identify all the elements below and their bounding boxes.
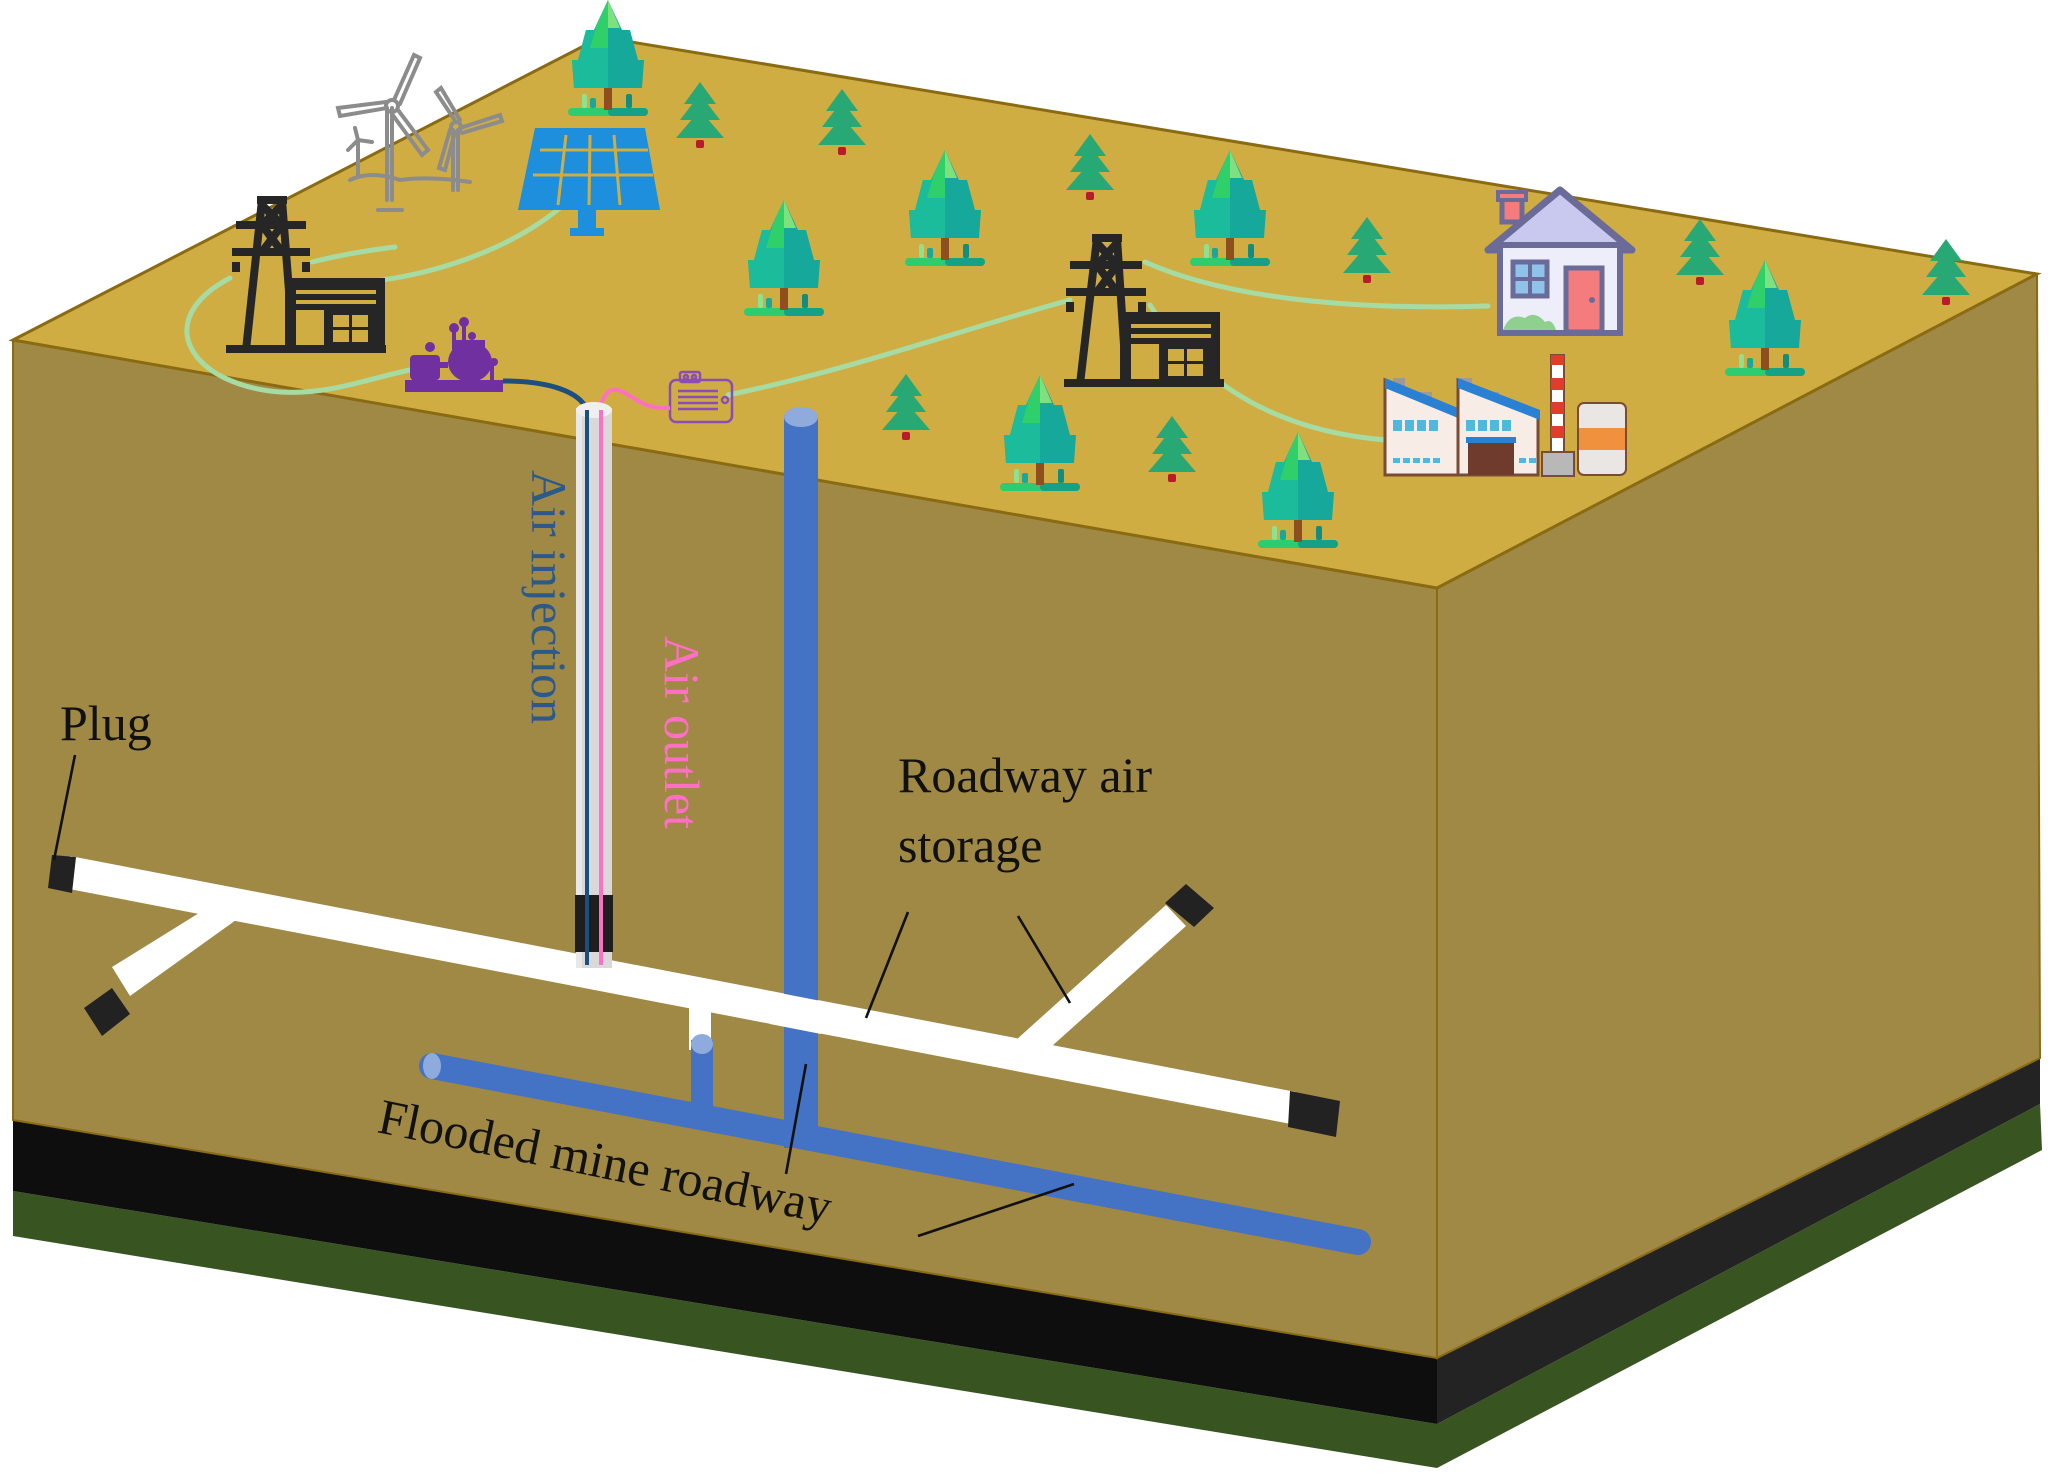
label-roadway-air-storage-2: storage [898,817,1042,873]
label-plug: Plug [60,695,152,751]
factory-icon [1383,354,1627,477]
coal-seam-front [13,1120,1437,1424]
right-branch-roadway [1016,905,1186,1046]
bedrock-layer-side [1437,1104,2042,1468]
coal-seam-side [1437,1058,2040,1424]
label-roadway-air-storage-1: Roadway air [898,747,1152,803]
label-air-injection: Air injection [521,470,577,724]
plug-right-branch [1165,884,1214,927]
cable-substation-to-compressor [184,275,413,395]
label-air-outlet: Air outlet [654,636,710,829]
water-shaft [784,415,818,1148]
plug-main-right [1288,1091,1340,1137]
well-plug [575,895,613,952]
flooded-roadway-horizontal [419,1053,1371,1255]
cable-generator-to-substation [725,297,1073,398]
roadway-shaft-crossing [770,992,826,1034]
generator-icon [668,370,734,424]
leader-lines [52,754,1075,1238]
air-storage-roadways [48,855,1340,1137]
bedrock-layer-front [13,1191,1437,1468]
cable-wind-to-substation [309,244,398,265]
plug-left-branch [84,988,130,1036]
injection-well [575,402,613,968]
wind-turbines-icon [335,52,505,212]
plug-main-left [48,855,76,893]
main-storage-roadway [64,856,1296,1124]
outlet-line-surface [598,387,671,411]
power-substation-left-icon [226,196,386,353]
solar-panel-icon [518,128,660,236]
house-icon [1484,186,1636,336]
flooded-roadway-end [423,1053,441,1079]
left-branch-roadway [112,900,250,996]
cable-substation-to-house [1142,259,1491,310]
air-compressor-icon [405,317,503,392]
power-substation-right-icon [1064,234,1224,387]
